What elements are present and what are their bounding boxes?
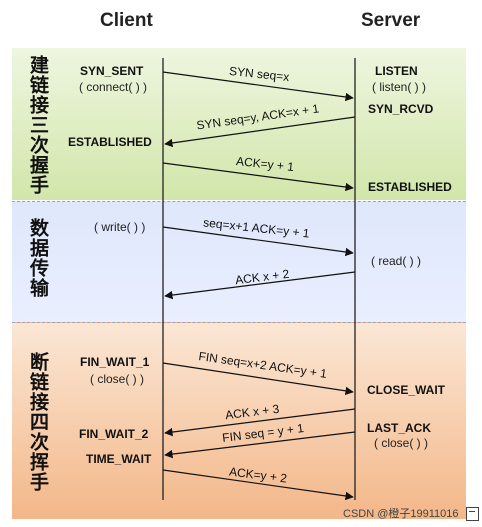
server-state-close-wait: CLOSE_WAIT [367, 383, 446, 397]
arrow-syn [162, 71, 354, 102]
handshake-band [12, 48, 466, 200]
arrow-syn-ack [164, 116, 356, 148]
watermark-text: CSDN @橙子19911016 [343, 508, 459, 520]
server-header: Server [361, 10, 421, 31]
client-state-syn-sent: SYN_SENT [80, 64, 144, 78]
arrow-data [162, 226, 354, 257]
arrow-ack-2 [164, 408, 356, 437]
teardown-band [12, 322, 466, 519]
phase-label-teardown: 断链接四次挥手 [27, 352, 49, 492]
copy-icon[interactable] [466, 507, 479, 521]
client-state-fin-wait-2: FIN_WAIT_2 [79, 427, 149, 441]
phase-label-transfer: 数据传输 [27, 218, 49, 298]
server-call-read: ( read( ) ) [371, 254, 422, 268]
arrow-ack-1 [162, 162, 354, 192]
client-call-connect: ( connect( ) ) [79, 80, 148, 94]
client-state-fin-wait-1: FIN_WAIT_1 [80, 355, 150, 369]
arrow-data-ack [164, 271, 356, 300]
client-state-established: ESTABLISHED [68, 135, 152, 149]
arrow-fin-2 [164, 431, 356, 459]
data-transfer-band [12, 201, 466, 323]
arrow-ack-3 [162, 469, 354, 501]
server-state-syn-rcvd: SYN_RCVD [368, 102, 434, 116]
client-header: Client [100, 10, 153, 31]
server-state-listen: LISTEN [375, 64, 418, 78]
arrow-fin-1 [162, 362, 354, 396]
client-state-time-wait: TIME_WAIT [86, 452, 152, 466]
server-state-last-ack: LAST_ACK [367, 421, 432, 435]
server-state-established: ESTABLISHED [368, 180, 452, 194]
server-call-close: ( close( ) ) [374, 436, 428, 450]
client-call-write: ( write( ) ) [94, 220, 146, 234]
server-call-listen: ( listen( ) ) [372, 80, 426, 94]
client-call-close: ( close( ) ) [90, 372, 144, 386]
phase-label-handshake: 建链接三次握手 [27, 55, 49, 195]
